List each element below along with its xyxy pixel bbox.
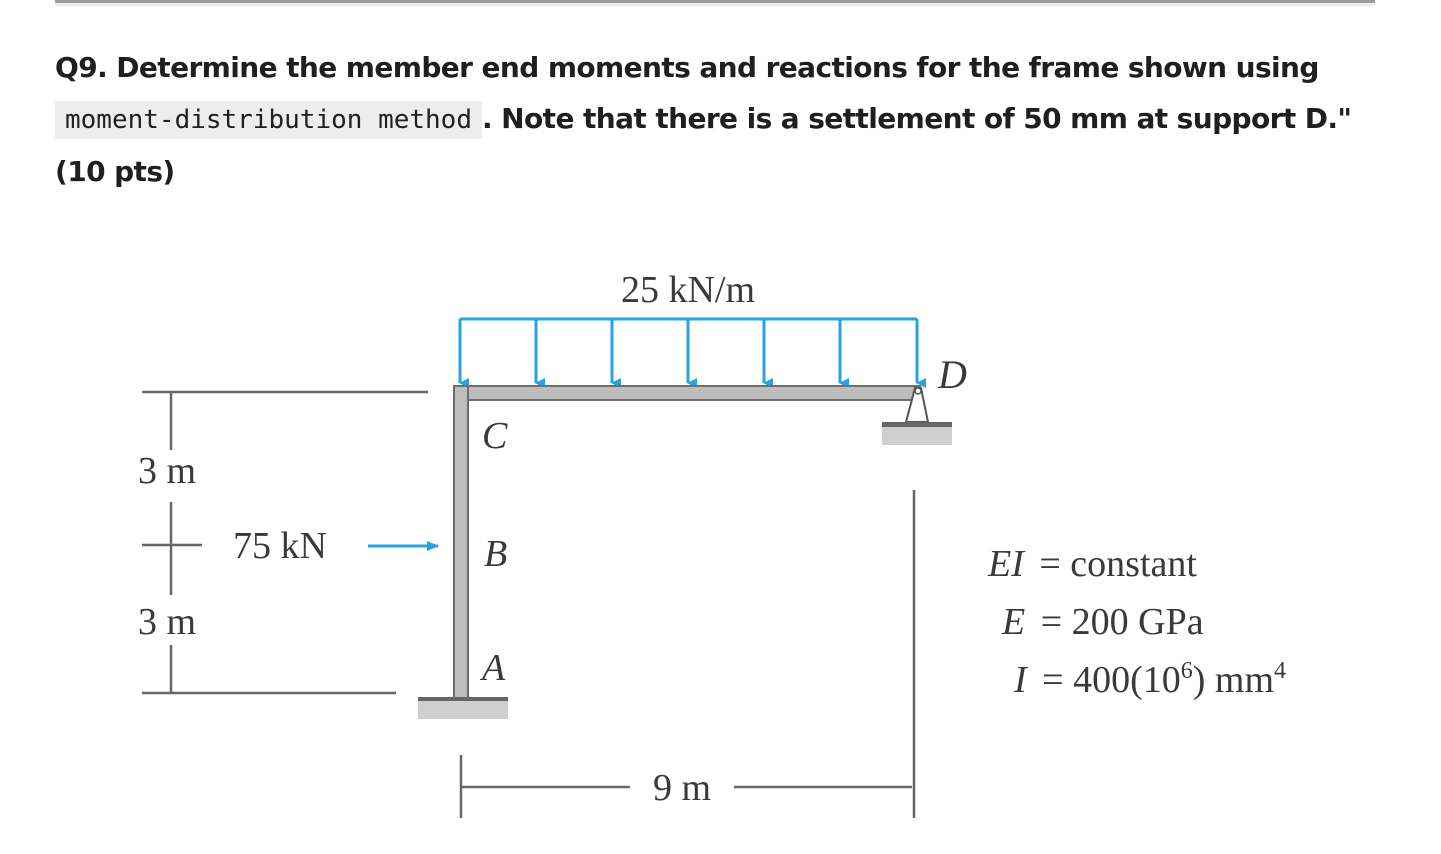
- distributed-load-label: 25 kN/m: [621, 269, 755, 311]
- node-label-d: D: [937, 352, 967, 397]
- top-divider: [55, 0, 1375, 6]
- dim-upper-label: 3 m: [138, 450, 196, 492]
- i-exponent: 6: [1181, 658, 1193, 684]
- ei-value: = constant: [1039, 543, 1197, 585]
- i-unit-exponent: 4: [1274, 658, 1286, 684]
- node-label-b: B: [484, 533, 507, 575]
- section-properties: EI = constant E = 200 GPa I = 400(106) m…: [987, 543, 1286, 701]
- frame-diagram: 25 kN/m 75 kN C B A D: [120, 240, 1380, 840]
- dim-lower-label: 3 m: [138, 601, 196, 643]
- ei-label: EI: [987, 543, 1026, 585]
- e-value: = 200 GPa: [1041, 601, 1204, 643]
- e-label: E: [1001, 601, 1025, 643]
- vertical-dimension: [142, 390, 428, 695]
- question-suffix: . Note that there is a settlement of 50 …: [55, 102, 1352, 188]
- i-label: I: [1013, 659, 1029, 701]
- question-prefix: Q9. Determine the member end moments and…: [55, 51, 1319, 84]
- fixed-support-a: [418, 697, 508, 719]
- code-term: moment-distribution method: [55, 101, 482, 139]
- svg-text:EI = constant: EI = constant: [987, 543, 1197, 585]
- node-label-c: C: [482, 415, 508, 457]
- dim-span-label: 9 m: [653, 767, 711, 809]
- horizontal-dimension: [459, 490, 916, 818]
- svg-text:E = 200 GPa: E = 200 GPa: [1001, 601, 1204, 643]
- i-unit: ) mm: [1193, 659, 1274, 701]
- node-label-a: A: [479, 647, 506, 689]
- pin-support-d: [882, 387, 952, 445]
- frame-members: [453, 385, 921, 699]
- distributed-load: [458, 317, 926, 388]
- question-text: Q9. Determine the member end moments and…: [55, 42, 1385, 197]
- svg-text:I = 400(106) mm4: I = 400(106) mm4: [1013, 658, 1286, 701]
- point-load-label: 75 kN: [233, 525, 327, 567]
- i-value: = 400(10: [1042, 659, 1181, 701]
